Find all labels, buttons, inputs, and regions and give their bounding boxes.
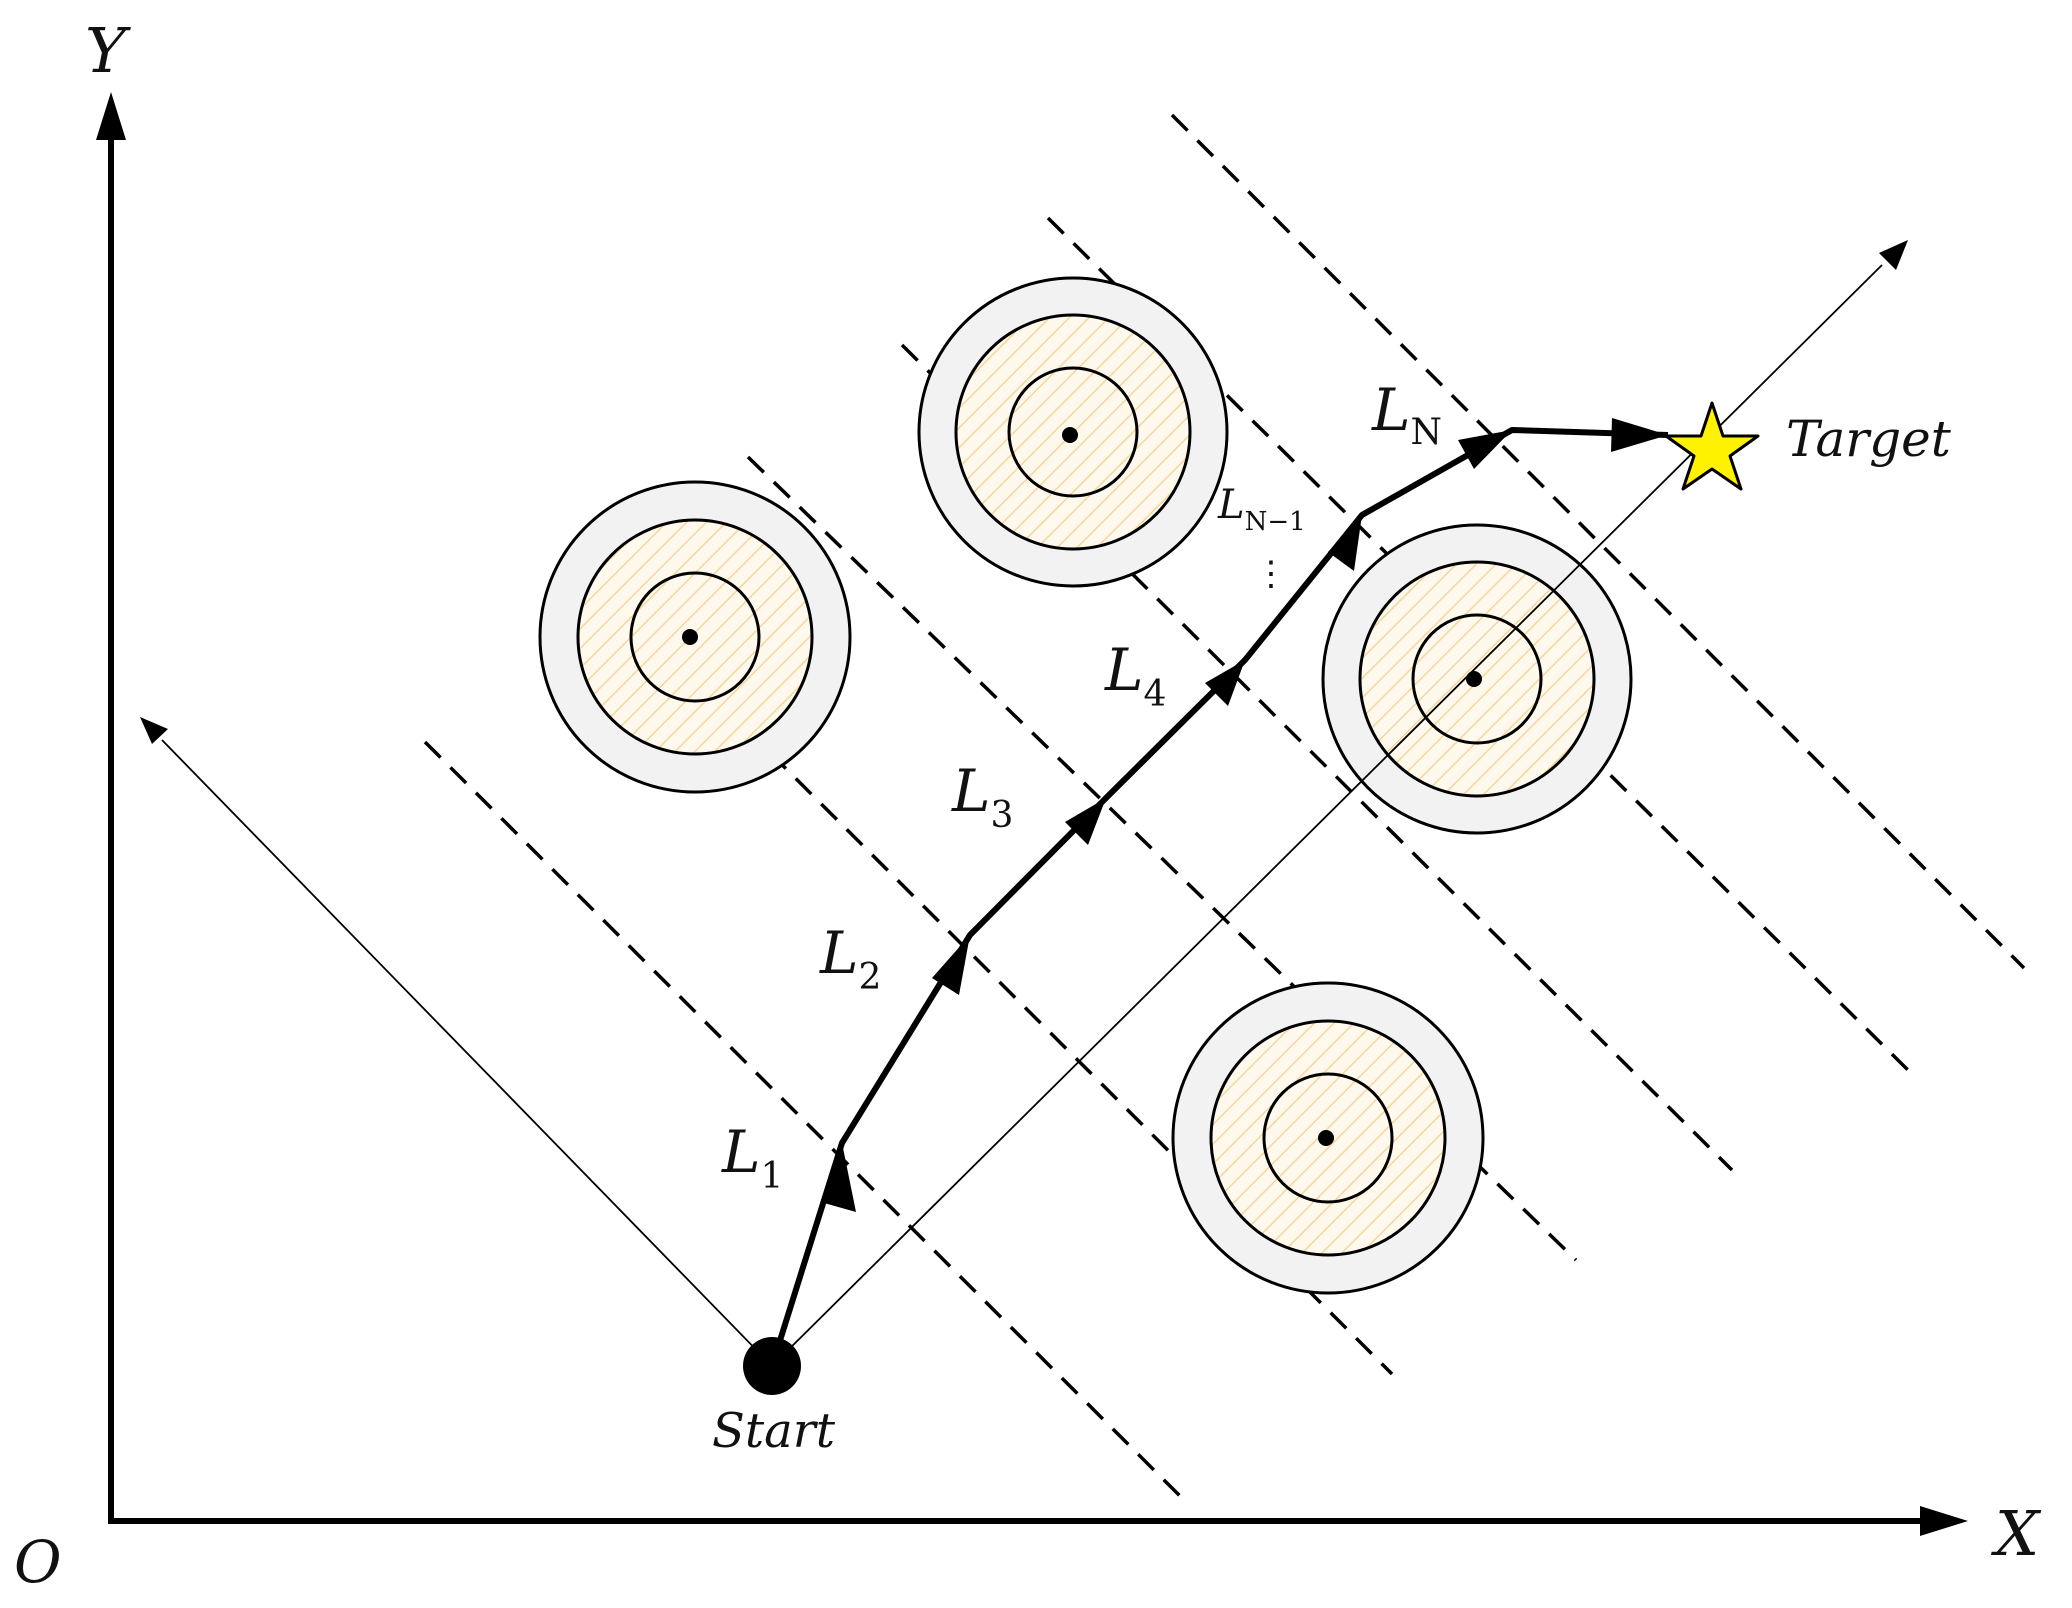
dashed-line-1 (423, 740, 1182, 1498)
label-l1-base: L (721, 1118, 761, 1186)
target-point: Target (1664, 401, 1952, 491)
label-l4-base: L (1104, 636, 1144, 704)
normal-direction-arrowhead (140, 717, 168, 744)
dashed-line-6 (1170, 113, 2026, 970)
target-label: Target (1786, 410, 1952, 468)
label-l2-base: L (819, 919, 859, 987)
label-l2-sub: 2 (859, 957, 882, 998)
label-l1-sub: 1 (761, 1156, 784, 1197)
label-l4: L4 (1104, 636, 1166, 715)
segment-4-arrowhead (1205, 660, 1245, 706)
obstacle-1-center (682, 629, 698, 645)
planned-path (769, 418, 1669, 1367)
start-marker (743, 1337, 801, 1395)
obstacles (538, 276, 1633, 1295)
obstacle-3-center (1466, 671, 1482, 687)
segment-7-arrowhead (1611, 418, 1668, 452)
label-l3: L3 (951, 757, 1013, 836)
label-l3-base: L (951, 757, 991, 825)
dashed-line-3 (746, 455, 1578, 1262)
label-ln-base: L (1371, 376, 1411, 444)
obstacle-3 (1321, 523, 1633, 835)
x-axis-label: X (1991, 1497, 2042, 1570)
obstacle-2-center (1062, 427, 1078, 443)
label-l2: L2 (819, 919, 881, 998)
axes: Y X O (14, 14, 2042, 1596)
label-ln: LN (1371, 376, 1442, 453)
obstacle-4-center (1318, 1130, 1334, 1146)
dashed-line-5 (1046, 216, 1912, 1074)
x-axis-arrowhead (1920, 1506, 1968, 1536)
normal-direction-line (161, 739, 773, 1367)
target-star-icon (1664, 401, 1760, 491)
label-l3-sub: 3 (991, 795, 1014, 836)
label-l4-sub: 4 (1144, 674, 1167, 715)
y-axis-arrowhead (96, 92, 126, 140)
origin-label: O (14, 1528, 62, 1596)
segment-labels: L1 L2 L3 L4 LN−1 ⋮ LN (721, 376, 1442, 1197)
start-label: Start (712, 1403, 836, 1459)
obstacle-2 (917, 276, 1229, 588)
start-point: Start (712, 1337, 836, 1459)
segment-2-arrowhead (932, 935, 970, 995)
label-ln-minus-1: LN−1 (1217, 482, 1306, 537)
ellipsis: ⋮ (1254, 554, 1288, 594)
label-l1: L1 (721, 1118, 783, 1197)
obstacle-4 (1171, 981, 1485, 1295)
label-ln-minus-1-sub: N−1 (1245, 507, 1306, 537)
segment-5-arrowhead (1328, 515, 1362, 571)
start-target-arrowhead (1879, 240, 1908, 270)
segment-1-arrowhead (824, 1143, 856, 1212)
label-ln-minus-1-base: L (1217, 482, 1245, 528)
segment-3-arrowhead (1065, 798, 1106, 845)
dashed-lines (423, 113, 2026, 1498)
segment-6-arrowhead (1458, 430, 1512, 469)
obstacle-1 (538, 480, 852, 794)
label-ln-sub: N (1411, 412, 1443, 453)
y-axis-label: Y (85, 14, 131, 87)
